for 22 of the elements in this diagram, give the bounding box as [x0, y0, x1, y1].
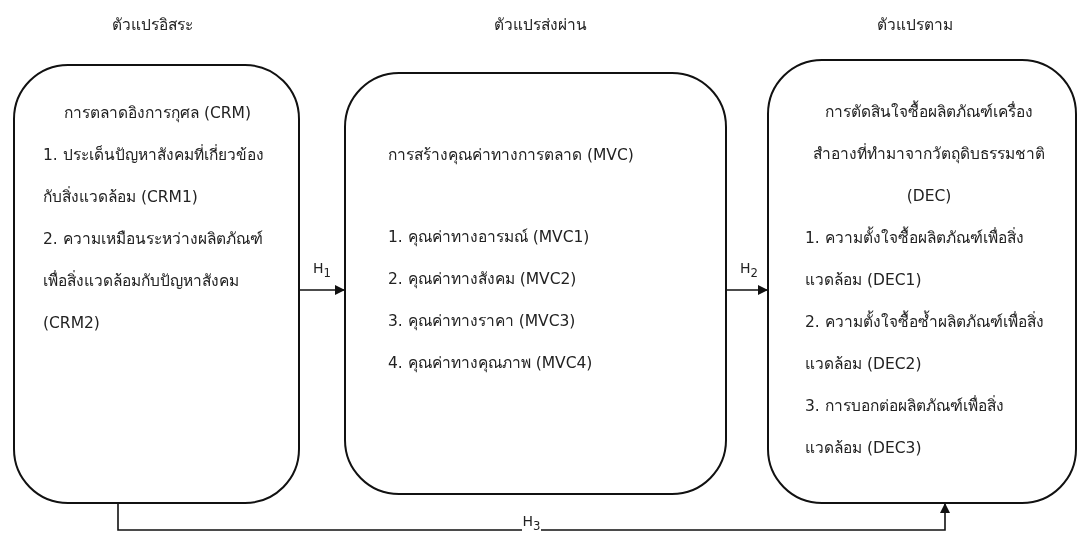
column-heading: ตัวแปรส่งผ่าน	[493, 15, 587, 36]
arrow	[726, 285, 768, 295]
list-item: 3. คุณค่าทางราคา (MVC3)	[388, 311, 577, 333]
edge-label: H$_{3}$	[521, 513, 542, 534]
list-item: 1. ความตั้งใจซื้อผลิตภัณฑ์เพื่อสิ่งแวดล้อม (DEC1)	[805, 217, 1053, 301]
box-title: การสร้างคุณค่าทางการตลาด (MVC)	[388, 145, 635, 167]
column-heading: ตัวแปรตาม	[877, 15, 953, 36]
list-item: 2. ความตั้งใจซื้อซ้ำผลิตภัณฑ์เพื่อสิ่งแวดล้อม (DEC2)	[805, 301, 1053, 385]
arrow	[117, 503, 950, 531]
list-item: 4. คุณค่าทางคุณภาพ (MVC4)	[388, 353, 594, 375]
list-item: 1. ประเด็นปัญหาสังคมที่เกี่ยวข้องกับสิ่งแวดล้อม (CRM1)	[43, 143, 265, 208]
rounded-box	[767, 59, 1077, 504]
box-title: การตัดสินใจซื้อผลิตภัณฑ์เครื่องสำอางที่ทำมาจากวัตถุดิบธรรมชาติ (DEC)	[805, 91, 1053, 217]
list-item: 2. ความเหมือนระหว่างผลิตภัณฑ์เพื่อสิ่งแวดล้อมกับปัญหาสังคม (CRM2)	[43, 229, 264, 334]
column-heading: ตัวแปรอิสระ	[111, 15, 193, 36]
list-item: 1. คุณค่าทางอารมณ์ (MVC1)	[388, 227, 591, 249]
rounded-box	[344, 72, 727, 495]
rounded-box	[13, 64, 300, 504]
box-title: การตลาดอิงการกุศล (CRM)	[63, 103, 252, 125]
list-item: 2. คุณค่าทางสังคม (MVC2)	[388, 269, 578, 291]
arrow	[299, 285, 345, 295]
list-item: 3. การบอกต่อผลิตภัณฑ์เพื่อสิ่งแวดล้อม (DEC3)	[805, 394, 1005, 459]
